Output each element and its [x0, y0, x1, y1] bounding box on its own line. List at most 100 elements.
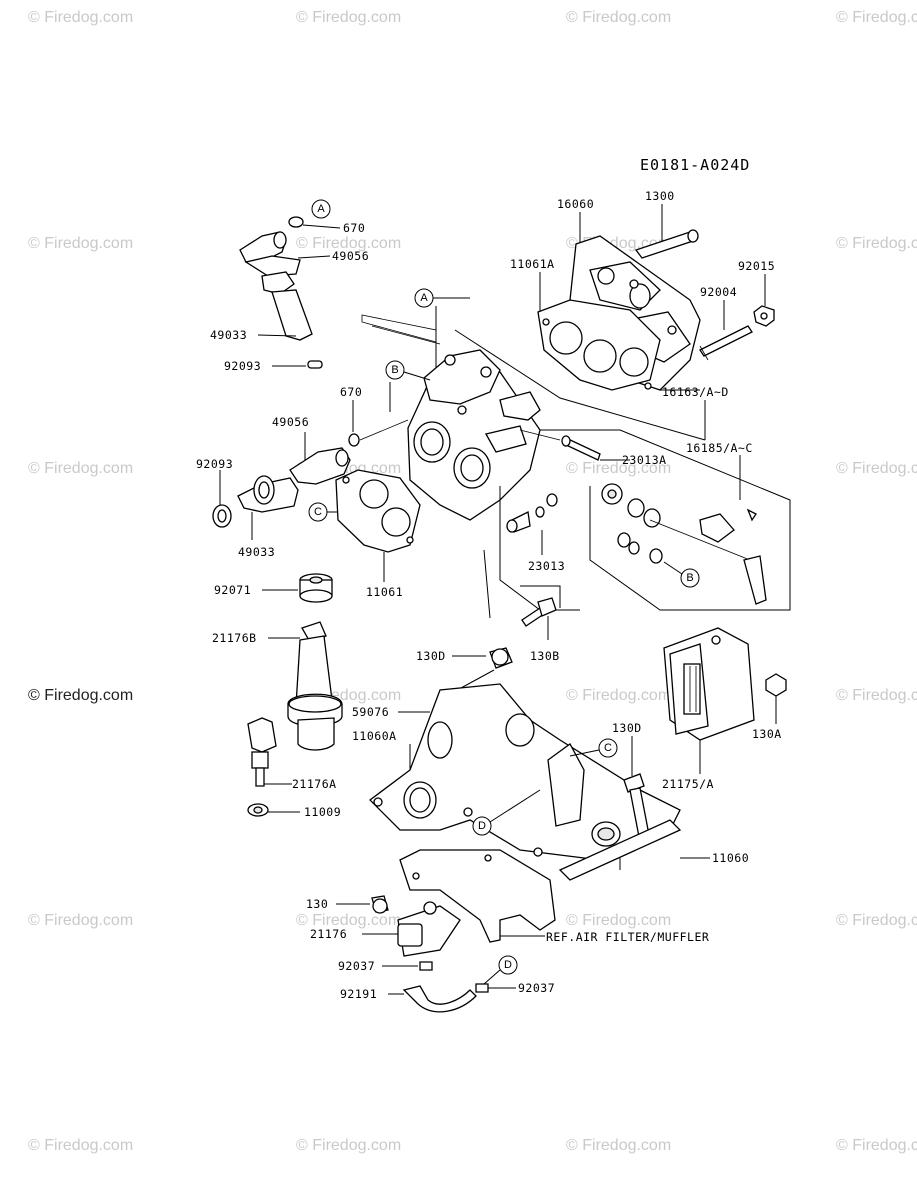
watermark: © Firedog.com — [28, 235, 133, 252]
manifold-bracket — [399, 849, 556, 943]
label-92191: 92191 — [340, 987, 377, 1001]
label-11060A: 11060A — [352, 729, 397, 743]
watermark: © Firedog.com — [566, 1137, 671, 1154]
injector-upper: A 670 49056 49033 92093 — [210, 199, 369, 373]
intake-manifold: 130D 59076 11060A C D 130D — [352, 647, 749, 944]
throttle-assembly-upper: 16060 1300 11061A 92015 92004 16163/A~D … — [510, 189, 775, 500]
sensor-21176A: 21176A 11009 — [247, 717, 341, 819]
label-16060: 16060 — [557, 197, 594, 211]
svg-text:B: B — [391, 364, 398, 376]
label-49033: 49033 — [210, 328, 247, 342]
callout-b: B — [385, 360, 405, 380]
label-21176B: 21176B — [212, 631, 257, 645]
svg-text:C: C — [604, 742, 612, 754]
svg-text:D: D — [504, 959, 512, 971]
label-92037: 92037 — [518, 981, 555, 995]
watermarks: © Firedog.com © Firedog.com © Firedog.co… — [28, 9, 917, 1154]
watermark: © Firedog.com — [296, 1137, 401, 1154]
svg-text:B: B — [686, 572, 693, 584]
injector-lower: 49056 92093 49033 — [196, 415, 351, 559]
label-21175: 21175/A — [662, 777, 714, 791]
hose-92191 — [402, 985, 477, 1013]
screw-23013A: 23013A — [561, 435, 667, 467]
callout-a: A — [414, 288, 434, 308]
label-59076: 59076 — [352, 705, 389, 719]
bolt-130B: 130B — [521, 597, 559, 663]
seal-92093 — [307, 360, 323, 369]
gasket-11061: C 11061 — [308, 469, 421, 599]
watermark: © Firedog.com — [28, 9, 133, 26]
callout-b: B — [680, 568, 700, 588]
svg-text:A: A — [420, 292, 428, 304]
label-11061: 11061 — [366, 585, 403, 599]
label-23013A: 23013A — [622, 453, 667, 467]
watermark: © Firedog.com — [836, 235, 917, 252]
throttle-shaft: B — [601, 483, 767, 605]
diagram-code: E0181-A024D — [640, 156, 750, 174]
label-130A: 130A — [752, 727, 782, 741]
watermark: © Firedog.com — [28, 1137, 133, 1154]
watermark: © Firedog.com — [836, 687, 917, 704]
label-21176A: 21176A — [292, 777, 337, 791]
label-670: 670 — [340, 385, 362, 399]
label-11061A: 11061A — [510, 257, 555, 271]
watermark: © Firedog.com — [836, 912, 917, 929]
grommet-92071: 92071 — [214, 573, 333, 603]
label-92093: 92093 — [196, 457, 233, 471]
callout-c: C — [308, 502, 328, 522]
label-130: 130 — [306, 897, 328, 911]
svg-text:D: D — [478, 820, 486, 832]
watermark: © Firedog.com — [296, 235, 401, 252]
o-ring-670 — [348, 433, 360, 447]
throttle-body: A B 670 — [340, 288, 561, 521]
label-11060: 11060 — [712, 851, 749, 865]
watermark: © Firedog.com — [836, 9, 917, 26]
fuel-injector-body — [289, 447, 351, 485]
label-49056: 49056 — [332, 249, 369, 263]
label-92071: 92071 — [214, 583, 251, 597]
watermark: © Firedog.com — [566, 912, 671, 929]
label-16163: 16163/A~D — [662, 385, 729, 399]
label-130D: 130D — [416, 649, 446, 663]
clamp-92037 — [419, 961, 433, 971]
assembly-frame — [454, 329, 791, 619]
watermark: © Firedog.com — [296, 9, 401, 26]
svg-text:A: A — [317, 203, 325, 215]
label-92015: 92015 — [738, 259, 775, 273]
callout-d: D — [472, 816, 492, 836]
watermark: © Firedog.com — [566, 460, 671, 477]
label-21176: 21176 — [310, 927, 347, 941]
manifold-body-11060A — [369, 683, 681, 861]
label-92037: 92037 — [338, 959, 375, 973]
bolt-130A — [765, 673, 787, 697]
label-1300: 1300 — [645, 189, 675, 203]
label-23013: 23013 — [528, 559, 565, 573]
clamp-92037 — [475, 983, 489, 993]
callout-c: C — [598, 738, 618, 758]
bolt-130D — [623, 773, 645, 793]
label-49056: 49056 — [272, 415, 309, 429]
screw-23013: 23013 — [506, 493, 565, 573]
watermark: © Firedog.com — [566, 687, 671, 704]
o-ring-670 — [288, 216, 304, 228]
callout-d: D — [498, 955, 518, 975]
callout-a: A — [311, 199, 331, 219]
label-ref-air-filter-muffler: REF.AIR FILTER/MUFFLER — [546, 930, 709, 944]
map-sensor-21176: 130 21176 92037 92191 D 92037 — [306, 895, 555, 1013]
label-16185: 16185/A~C — [686, 441, 753, 455]
label-92004: 92004 — [700, 285, 737, 299]
watermark: © Firedog.com — [566, 9, 671, 26]
label-49033: 49033 — [238, 545, 275, 559]
watermark: © Firedog.com — [296, 912, 401, 929]
watermark: © Firedog.com — [28, 912, 133, 929]
sensor-21176B: 21176B — [212, 621, 343, 751]
svg-text:C: C — [314, 506, 322, 518]
watermark: © Firedog.com — [836, 460, 917, 477]
label-11009: 11009 — [304, 805, 341, 819]
watermark: © Firedog.com — [28, 460, 133, 477]
watermark: © Firedog.com — [836, 1137, 917, 1154]
stud-92004 — [699, 325, 753, 357]
manifold-11060 — [558, 819, 682, 881]
label-92093: 92093 — [224, 359, 261, 373]
